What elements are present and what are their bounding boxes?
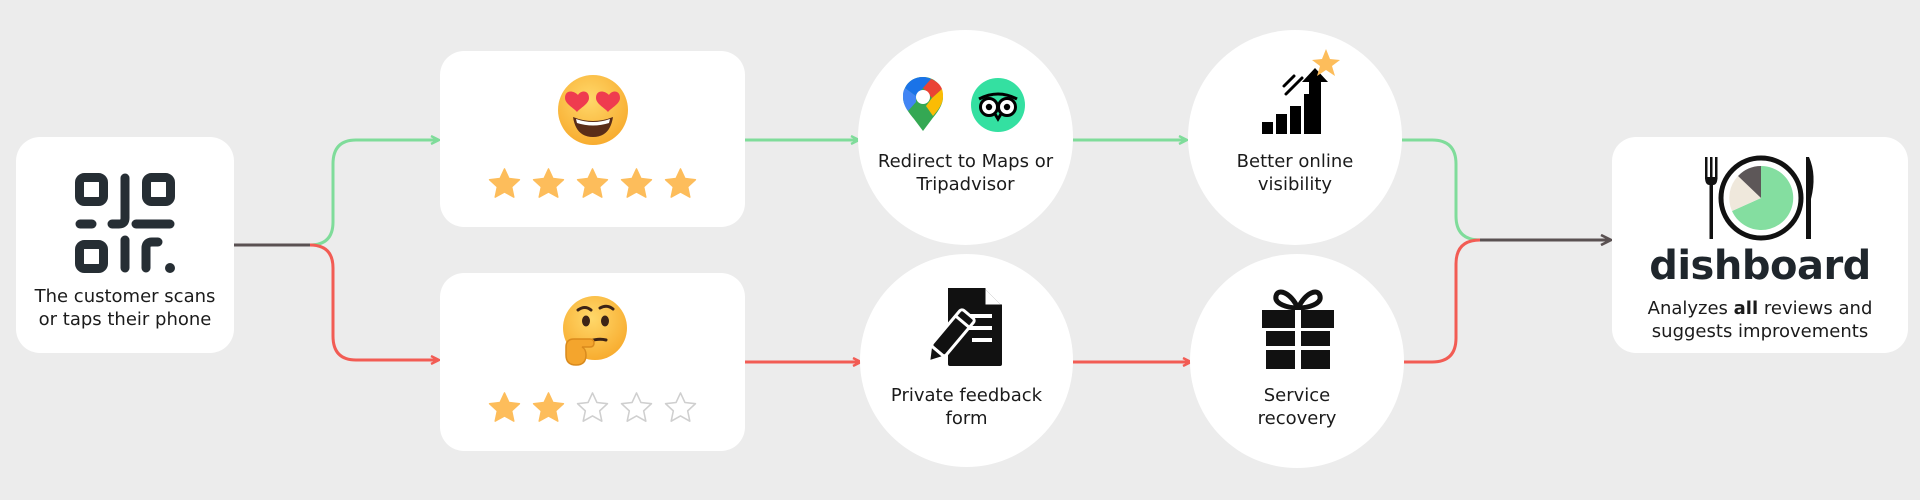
- star-filled-icon: [576, 168, 609, 198]
- positive-stars: [440, 167, 745, 199]
- redirect-caption-line-2: Tripadvisor: [916, 174, 1015, 195]
- positive-rating-card: [440, 51, 745, 227]
- dashboard-caption: Analyzes all reviews and suggests improv…: [1612, 297, 1908, 343]
- redirect-caption: Redirect to Maps or Tripadvisor: [858, 150, 1073, 196]
- star-filled-icon: [488, 392, 521, 422]
- connector-negative-branch: [309, 243, 438, 360]
- dashboard-caption-line-1: Analyzes all reviews and: [1612, 297, 1908, 320]
- dishboard-logo: dishboard: [1649, 243, 1871, 289]
- recovery-step-circle: Service recovery: [1190, 254, 1404, 468]
- visibility-caption: Better online visibility: [1188, 150, 1402, 196]
- recovery-caption-line-1: Service: [1263, 385, 1331, 406]
- visibility-caption-line-2: visibility: [1257, 174, 1333, 195]
- connector-visibility-merge: [1402, 138, 1481, 242]
- negative-rating-card: [440, 273, 745, 451]
- feedback-form-icon: [928, 288, 1002, 366]
- google-maps-icon: [903, 77, 943, 131]
- dashboard-caption-bold: all: [1733, 298, 1759, 319]
- recovery-caption: Service recovery: [1190, 384, 1404, 430]
- star-filled-icon: [620, 168, 653, 198]
- feedback-step-circle: Private feedback form: [860, 254, 1073, 467]
- star-filled-icon: [532, 392, 565, 422]
- gift-icon: [1262, 289, 1334, 370]
- star-filled-icon: [664, 168, 697, 198]
- dashboard-card: dishboard Analyzes all reviews and sugge…: [1612, 137, 1908, 353]
- qr-step-caption: The customer scans or taps their phone: [16, 285, 234, 331]
- star-filled-icon: [488, 168, 521, 198]
- growth-chart-icon: [1262, 49, 1340, 134]
- qr-code-icon: [75, 173, 175, 273]
- redirect-caption-line-1: Redirect to Maps or: [877, 151, 1054, 172]
- star-empty-icon: [664, 392, 697, 422]
- dashboard-caption-line-2: suggests improvements: [1651, 321, 1869, 342]
- heart-eyes-emoji: [557, 75, 628, 145]
- plate-chart-icon: [1705, 155, 1814, 241]
- qr-step-card: The customer scans or taps their phone: [16, 137, 234, 353]
- star-empty-icon: [576, 392, 609, 422]
- negative-stars: [440, 391, 745, 423]
- tripadvisor-icon: [971, 78, 1025, 132]
- feedback-caption-line-2: form: [945, 408, 988, 429]
- connector-positive-branch: [309, 140, 438, 247]
- feedback-caption: Private feedback form: [860, 384, 1073, 430]
- dashboard-caption-pre: Analyzes: [1647, 298, 1734, 319]
- feedback-caption-line-1: Private feedback: [890, 385, 1043, 406]
- connector-recovery-merge: [1404, 238, 1481, 364]
- thinking-face-emoji: [562, 296, 627, 366]
- dashboard-caption-post: reviews and: [1758, 298, 1873, 319]
- recovery-caption-line-2: recovery: [1257, 408, 1337, 429]
- visibility-caption-line-1: Better online: [1236, 151, 1354, 172]
- star-filled-icon: [532, 168, 565, 198]
- redirect-step-circle: Redirect to Maps or Tripadvisor: [858, 30, 1073, 245]
- visibility-step-circle: Better online visibility: [1188, 30, 1402, 245]
- star-empty-icon: [620, 392, 653, 422]
- qr-caption-line-1: The customer scans: [34, 286, 216, 307]
- qr-caption-line-2: or taps their phone: [38, 309, 212, 330]
